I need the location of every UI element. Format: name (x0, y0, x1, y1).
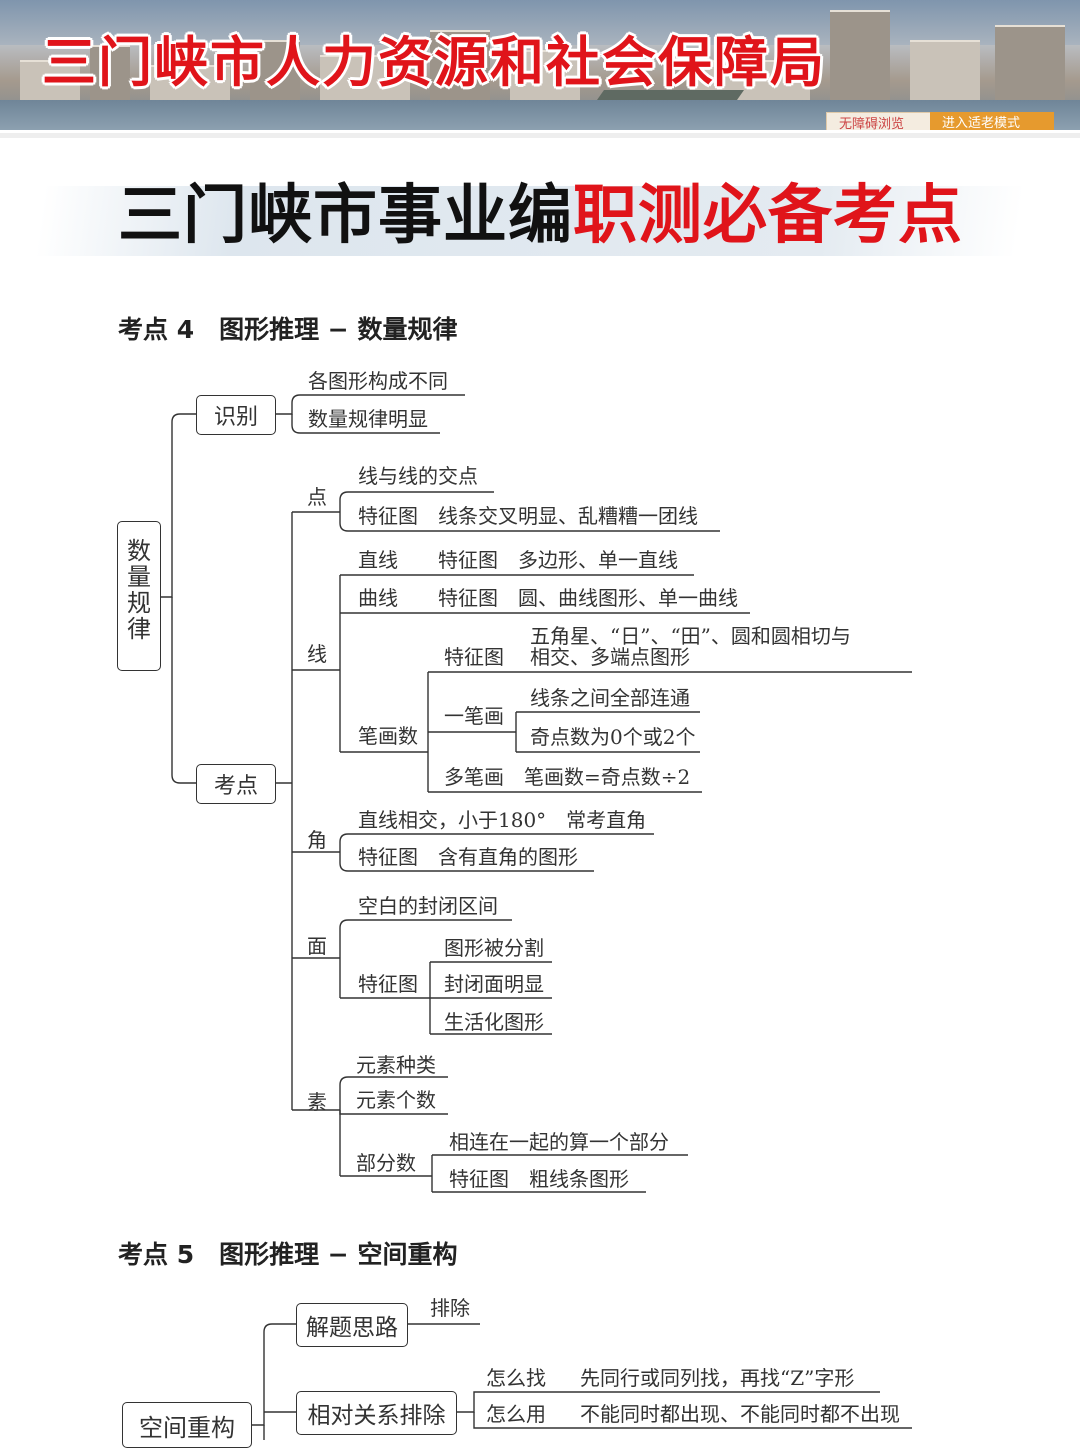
approach-node: 解题思路 (296, 1303, 408, 1347)
kaodian-node: 考点 (196, 764, 276, 804)
root-char: 律 (127, 615, 151, 643)
strokes-feature-label: 特征图 (444, 645, 504, 669)
element-item: 元素种类 (356, 1053, 436, 1077)
face-feature-item: 图形被分割 (444, 936, 544, 960)
face-label: 面 (307, 934, 327, 958)
relative-value: 先同行或同列找，再找“Z”字形 (580, 1366, 855, 1390)
banner-building (250, 40, 300, 102)
strokes-feature-line1: 五角星、“日”、“田”、圆和圆相切与 (530, 624, 851, 648)
page-title: 三门峡市事业编职测必备考点 (118, 164, 963, 256)
banner-building (320, 55, 410, 102)
section5-heading: 考点 5 图形推理 − 空间重构 (118, 1240, 458, 1269)
spatial-root-node: 空间重构 (122, 1402, 252, 1448)
angle-item: 特征图 含有直角的图形 (358, 845, 578, 869)
root-char: 量 (127, 563, 151, 591)
line-label: 线 (307, 642, 327, 666)
banner-building (830, 10, 890, 102)
one-stroke-item: 线条之间全部连通 (530, 686, 690, 710)
point-label: 点 (307, 485, 327, 509)
parts-label: 部分数 (356, 1151, 416, 1175)
relative-key: 怎么找 (486, 1366, 546, 1390)
face-feature-item: 生活化图形 (444, 1010, 544, 1034)
strokes-feature-line2: 相交、多端点图形 (530, 645, 690, 669)
one-stroke-item: 奇点数为0个或2个 (530, 725, 696, 749)
section4-heading: 考点 4 图形推理 − 数量规律 (118, 315, 458, 344)
identify-item: 各图形构成不同 (308, 369, 448, 393)
parts-item: 相连在一起的算一个部分 (449, 1130, 669, 1154)
banner-building (430, 30, 490, 102)
org-title: 三门峡市人力资源和社会保障局 (42, 31, 826, 94)
root-char: 数 (127, 537, 151, 565)
multi-stroke: 多笔画 笔画数=奇点数÷2 (444, 765, 691, 789)
element-label: 素 (307, 1090, 327, 1114)
header-divider (0, 133, 1080, 138)
header-banner: 三门峡市人力资源和社会保障局 无障碍浏览 进入适老模式 (0, 0, 1080, 130)
one-stroke-label: 一笔画 (444, 704, 504, 728)
approach-item: 排除 (430, 1296, 470, 1320)
line-straight: 直线 特征图 多边形、单一直线 (358, 548, 678, 572)
banner-building (995, 25, 1065, 102)
banner-building (20, 60, 80, 102)
point-item: 线与线的交点 (358, 464, 478, 488)
relative-node: 相对关系排除 (296, 1391, 457, 1435)
identify-item: 数量规律明显 (308, 407, 428, 431)
accessibility-button[interactable]: 无障碍浏览 (826, 112, 942, 130)
strokes-label: 笔画数 (358, 724, 418, 748)
banner-building (510, 50, 580, 102)
page-title-black: 三门峡市事业编 (118, 178, 573, 253)
face-feature-item: 封闭面明显 (444, 972, 544, 996)
banner-building (150, 65, 230, 102)
element-item: 元素个数 (356, 1088, 436, 1112)
relative-key: 怎么用 (486, 1402, 546, 1426)
banner-sky (0, 0, 1080, 45)
relative-value: 不能同时都出现、不能同时都不出现 (580, 1402, 900, 1426)
banner-building (90, 45, 130, 102)
line-curve: 曲线 特征图 圆、曲线图形、单一曲线 (358, 586, 738, 610)
banner-building (910, 40, 980, 102)
face-feature-label: 特征图 (358, 972, 418, 996)
angle-item: 直线相交，小于180° 常考直角 (358, 808, 647, 832)
face-item: 空白的封闭区间 (358, 894, 498, 918)
parts-item: 特征图 粗线条图形 (449, 1167, 629, 1191)
point-item: 特征图 线条交叉明显、乱糟糟一团线 (358, 504, 698, 528)
angle-label: 角 (307, 828, 327, 852)
page-title-red: 职测必备考点 (573, 178, 963, 253)
root-char: 规 (127, 589, 151, 617)
root-node-quantity-rules: 数 量 规 律 (117, 521, 161, 671)
elderly-mode-button[interactable]: 进入适老模式 (930, 112, 1054, 130)
identify-node: 识别 (196, 395, 276, 435)
